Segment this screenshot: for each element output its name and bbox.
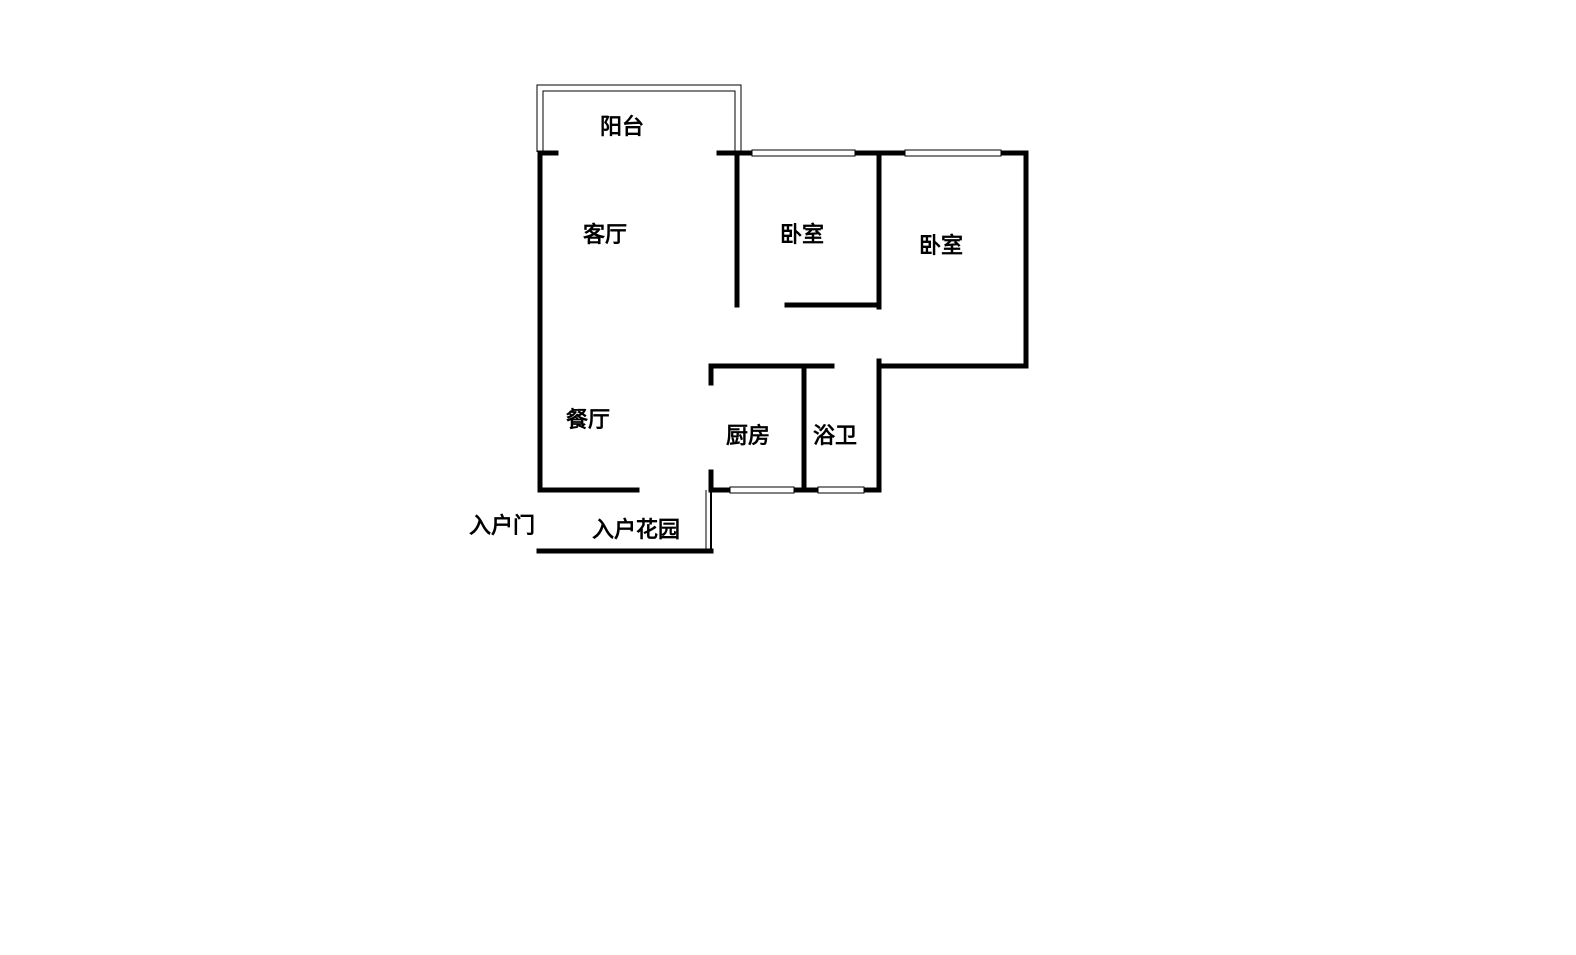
label-bathroom: 浴卫	[813, 424, 857, 449]
label-bedroom-2: 卧室	[919, 233, 963, 259]
window-bedroom1	[751, 149, 856, 157]
label-entry-garden: 入户花园	[592, 517, 680, 543]
label-kitchen: 厨房	[726, 423, 770, 449]
label-bedroom-1: 卧室	[780, 222, 824, 248]
windows	[729, 149, 1002, 494]
window-kitchen	[729, 486, 795, 494]
label-living-room: 客厅	[583, 222, 627, 248]
label-balcony: 阳台	[600, 114, 644, 140]
window-bedroom2	[904, 149, 1002, 157]
label-entry-door: 入户门	[469, 513, 535, 539]
window-bath	[817, 486, 865, 494]
entry-garden-edge	[705, 490, 712, 553]
walls	[536, 150, 1029, 554]
balcony-outline	[536, 84, 742, 152]
label-dining-room: 餐厅	[566, 408, 610, 433]
